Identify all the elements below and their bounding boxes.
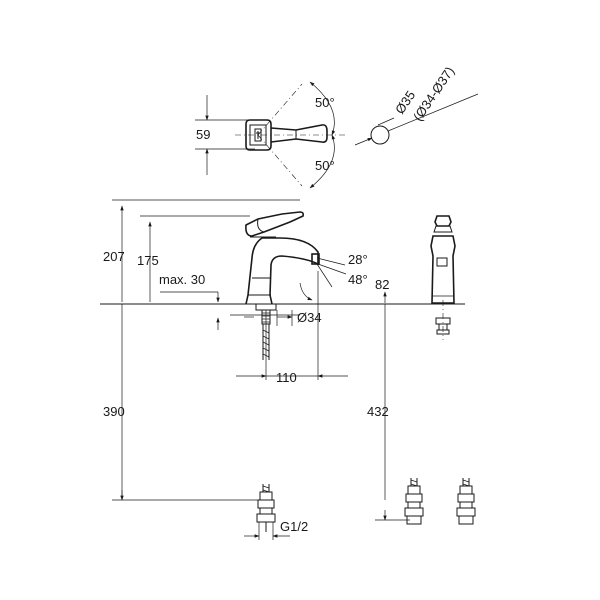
dim-432-label: 432 bbox=[367, 404, 389, 419]
supply-hose-right-icon bbox=[456, 478, 476, 525]
side-view: 432 bbox=[367, 215, 476, 525]
max-30-label: max. 30 bbox=[159, 272, 205, 287]
side-mounting-nut-icon bbox=[435, 317, 451, 335]
angle-28-label: 28° bbox=[348, 252, 368, 267]
supply-fitting-icon bbox=[256, 484, 276, 532]
dim-82-label: 82 bbox=[375, 277, 389, 292]
front-view: 207 175 max. 30 28° 48° 82 bbox=[100, 199, 465, 540]
supply-hose-left-icon bbox=[404, 478, 424, 525]
top-view: 59 50° 50° Ø35 (Ø34-Ø37) bbox=[195, 64, 479, 189]
dim-110-label: 110 bbox=[276, 370, 297, 385]
faucet-body-icon bbox=[245, 211, 320, 305]
side-faucet-icon bbox=[430, 215, 456, 304]
dia-34-label: Ø34 bbox=[297, 310, 322, 325]
mounting-hole-icon bbox=[370, 125, 390, 145]
angle-50-top-label: 50° bbox=[315, 95, 335, 110]
dim-59-label: 59 bbox=[196, 127, 210, 142]
dia-range-label: (Ø34-Ø37) bbox=[410, 64, 457, 124]
dim-390-label: 390 bbox=[103, 404, 125, 419]
dim-207-label: 207 bbox=[103, 249, 125, 264]
thread-label: G1/2 bbox=[280, 519, 308, 534]
angle-48-label: 48° bbox=[348, 272, 368, 287]
dim-175-label: 175 bbox=[137, 253, 159, 268]
angle-50-bottom-label: 50° bbox=[315, 158, 335, 173]
